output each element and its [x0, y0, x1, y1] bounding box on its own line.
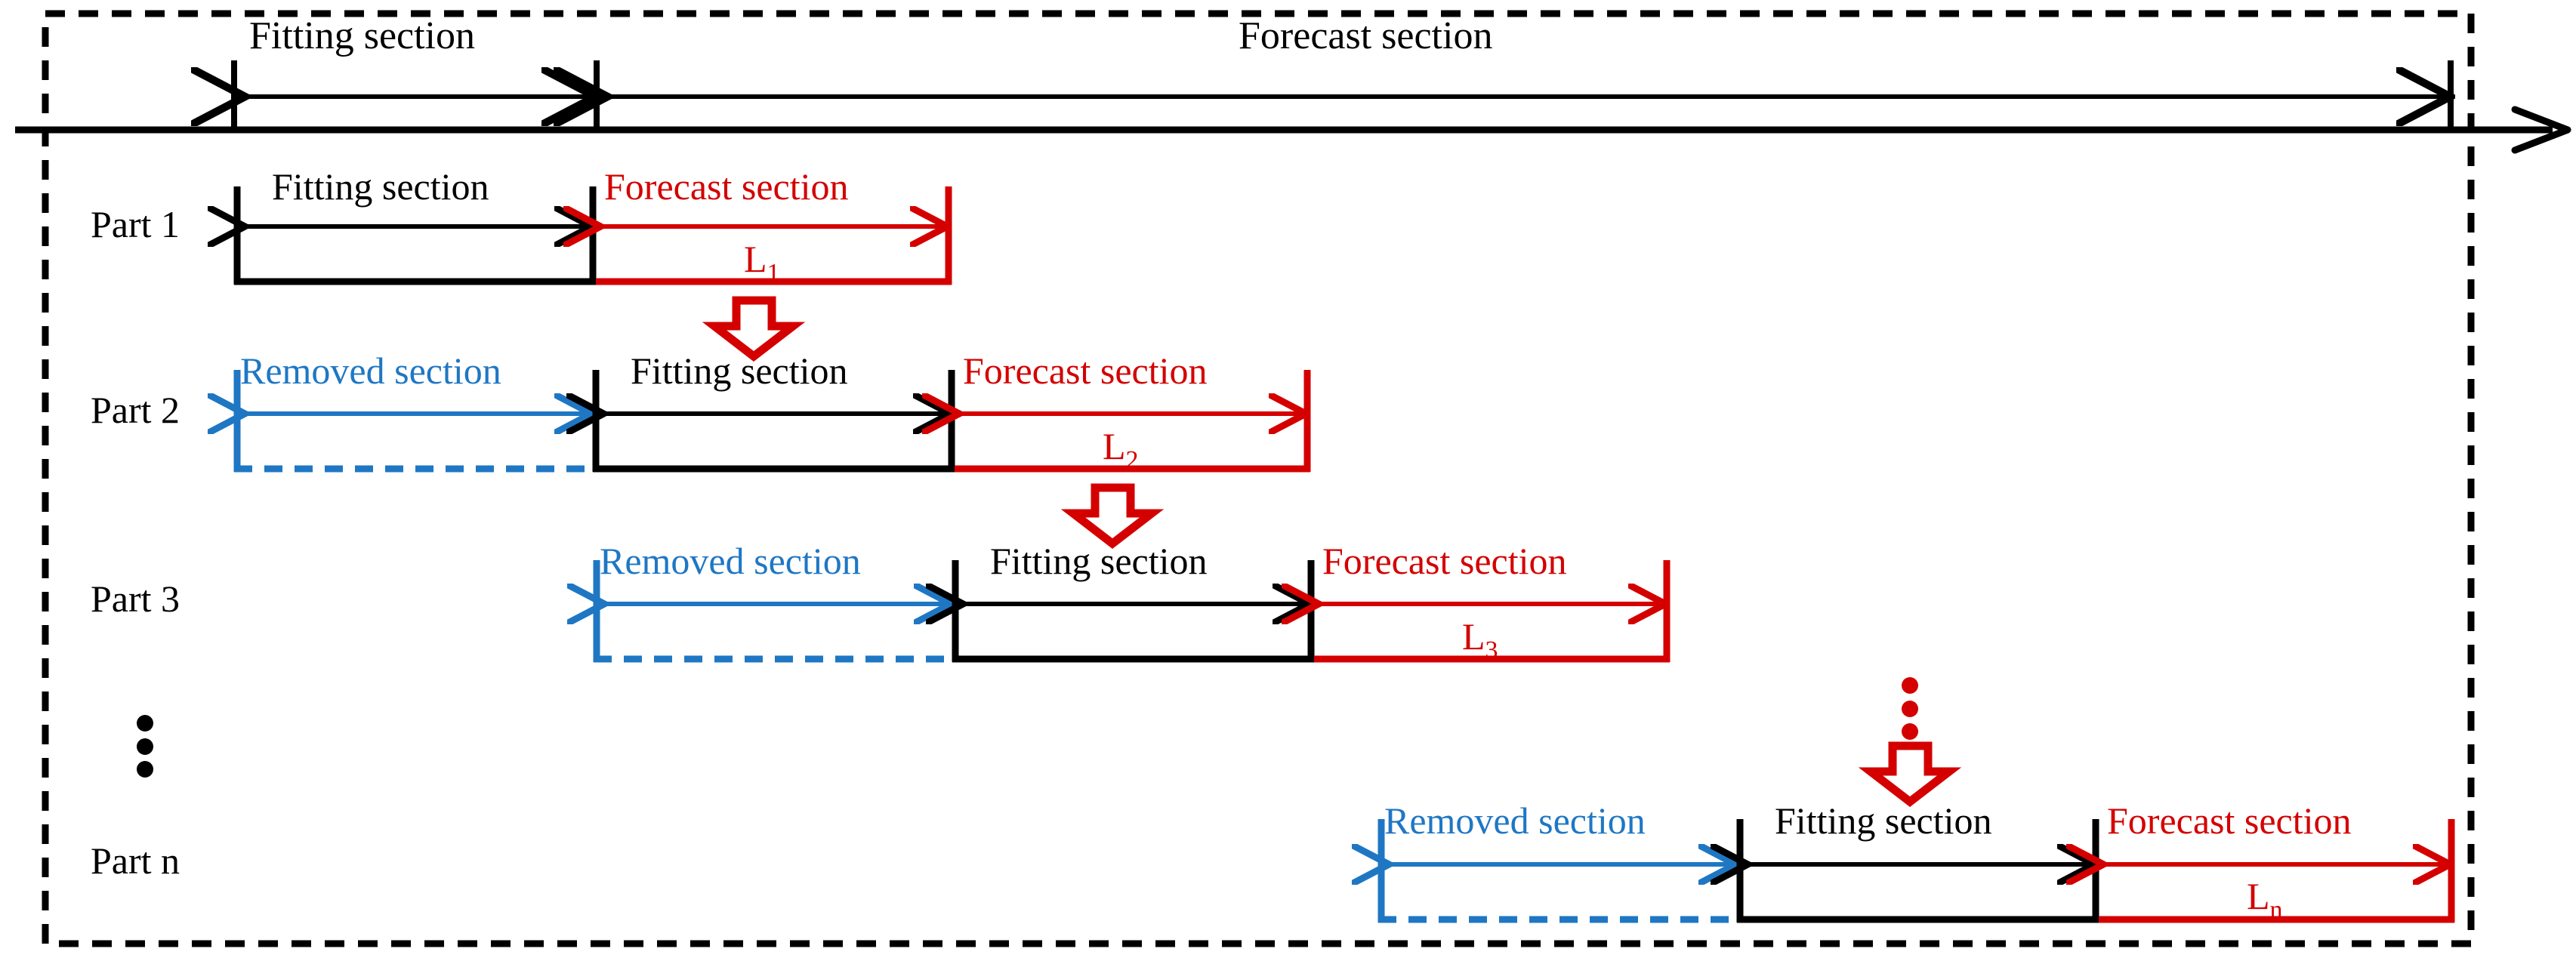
part-2-forecast-section-label: Forecast section — [963, 350, 1208, 392]
part-2-fitting-section-label: Fitting section — [631, 350, 848, 392]
part-n-length-subscript: n — [2269, 895, 2283, 924]
part-2-length-letter: L — [1103, 425, 1126, 467]
part-1-length-label: L1 — [744, 240, 780, 286]
part-n-removed-section-label: Removed section — [1384, 799, 1646, 842]
part-3-forecast-bracket — [1314, 560, 1671, 663]
part-3-forecast-section-label: Forecast section — [1322, 540, 1567, 582]
part-n-row-label: Part n — [91, 839, 180, 882]
part-3-fitting-section-label: Fitting section — [990, 540, 1208, 582]
part-2-forecast-bracket — [955, 370, 1311, 473]
part-n-length-letter: L — [2247, 875, 2270, 917]
part-2-length-subscript: 2 — [1125, 445, 1139, 474]
part-n-forecast-bracket — [2099, 819, 2455, 923]
part-1-fitting-section-label: Fitting section — [272, 165, 489, 208]
part-1-fitting-bracket — [234, 186, 597, 285]
part-1-group — [234, 186, 952, 362]
part-2-length-label: L2 — [1103, 427, 1139, 473]
part-3-length-letter: L — [1462, 615, 1485, 658]
outer-dashed-border — [42, 10, 2475, 947]
part-1-length-subscript: 1 — [767, 258, 780, 287]
continuation-ellipsis-and-arrow — [1858, 677, 1962, 807]
part-3-removed-section-label: Removed section — [600, 540, 861, 582]
part-3-length-label: L3 — [1462, 618, 1498, 664]
part-1-forecast-section-label: Forecast section — [604, 165, 849, 208]
part-n-forecast-section-label: Forecast section — [2107, 799, 2352, 842]
part-n-group — [1378, 819, 2455, 923]
part-2-row-label: Part 2 — [91, 389, 180, 431]
part-2-group — [234, 370, 1311, 549]
part-n-fitting-section-label: Fitting section — [1775, 799, 1992, 842]
part-2-removed-section-label: Removed section — [240, 350, 501, 392]
part-2-removed-bracket — [234, 370, 596, 473]
part-1-forecast-bracket — [596, 186, 952, 285]
part-3-row-label: Part 3 — [91, 578, 180, 620]
part-3-group — [594, 560, 1671, 663]
part-3-removed-bracket — [594, 560, 955, 663]
top-forecast-section-label: Forecast section — [1239, 14, 1493, 57]
part-1-row-label: Part 1 — [91, 203, 180, 245]
part-n-length-label: Ln — [2247, 877, 2283, 923]
top-fitting-section-label: Fitting section — [249, 14, 475, 57]
part-1-length-letter: L — [744, 238, 767, 280]
part-3-length-subscript: 3 — [1485, 636, 1498, 664]
main-time-axis — [15, 106, 2571, 154]
part-2-to-3-block-arrow-icon — [1060, 483, 1165, 549]
part-n-removed-bracket — [1378, 819, 1740, 923]
part-1-to-2-block-arrow-icon — [702, 296, 806, 362]
parts-vertical-ellipsis-icon — [137, 715, 153, 778]
